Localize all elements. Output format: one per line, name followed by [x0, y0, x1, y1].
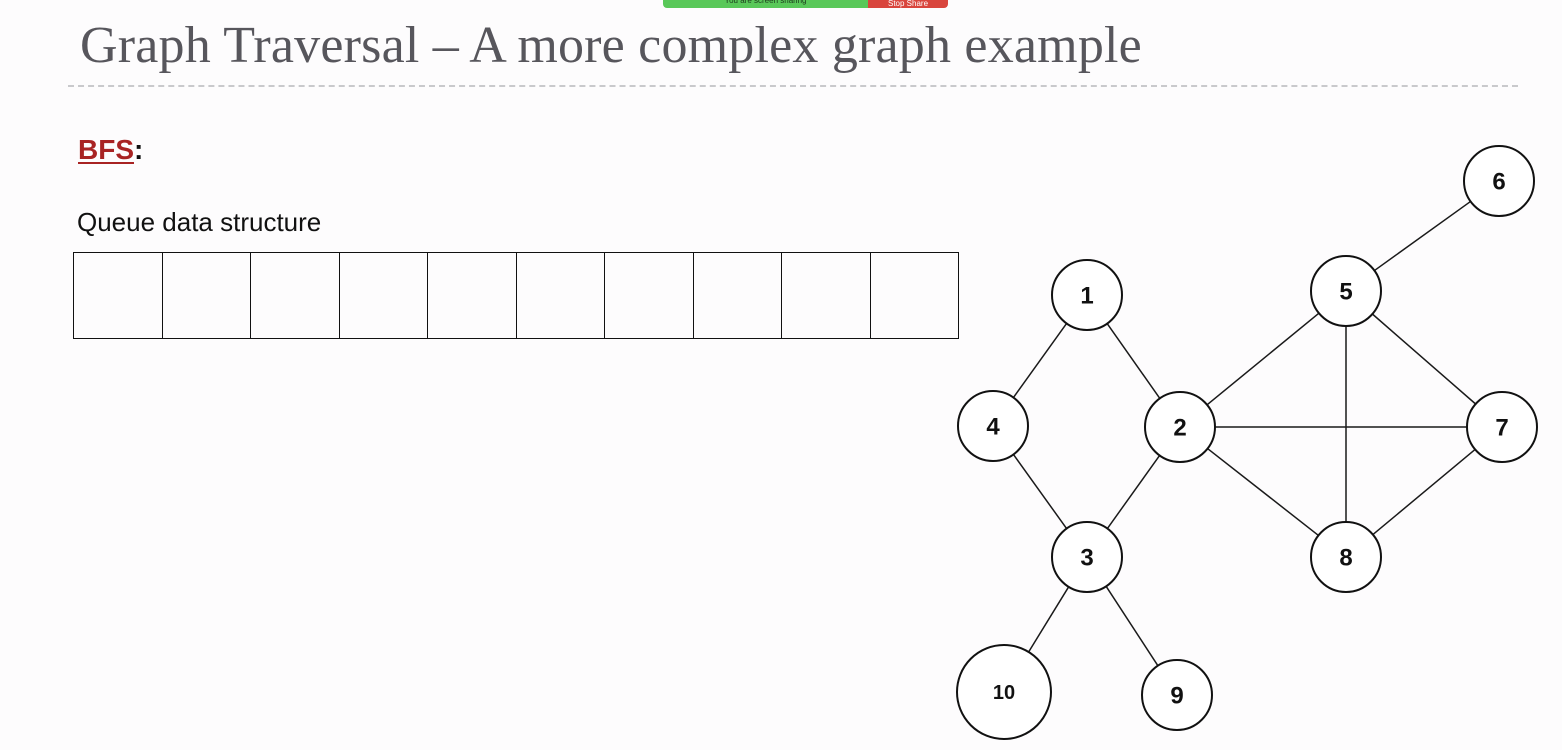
graph-node-circle [1051, 521, 1123, 593]
graph-node-3: 3 [1051, 521, 1123, 593]
queue-cell [251, 253, 340, 338]
graph-edge-5-6 [1373, 200, 1472, 272]
graph-node-5: 5 [1310, 255, 1382, 327]
graph-node-label: 1 [1080, 283, 1093, 310]
queue-cell [782, 253, 871, 338]
graph-edge-3-9 [1105, 585, 1159, 667]
screen-share-status: You are screen sharing [663, 0, 868, 8]
graph-node-9: 9 [1141, 659, 1213, 731]
stop-share-button[interactable]: Stop Share [868, 0, 948, 8]
bfs-heading: BFS: [78, 134, 143, 166]
graph-nodes: 1 2 3 4 5 6 7 8 9 10 [956, 145, 1538, 740]
screen-share-bar: You are screen sharing Stop Share [663, 0, 948, 8]
graph-edge-3-10 [1027, 586, 1070, 653]
graph-node-label: 9 [1170, 683, 1183, 710]
graph-edge-7-8 [1372, 448, 1476, 536]
graph-node-label: 2 [1173, 415, 1186, 442]
graph-node-2: 2 [1144, 391, 1216, 463]
graph-edge-2-3 [1106, 455, 1161, 529]
slide-title: Graph Traversal – A more complex graph e… [80, 17, 1142, 74]
queue-cell [163, 253, 251, 338]
graph-edge-1-2 [1106, 323, 1161, 399]
graph-node-label: 6 [1492, 169, 1505, 196]
graph-edge-2-8 [1207, 447, 1319, 537]
graph-node-circle [956, 644, 1052, 740]
graph-node-4: 4 [957, 390, 1029, 462]
graph-node-circle [1051, 259, 1123, 331]
graph-node-label: 4 [986, 414, 1000, 441]
queue-data-structure [73, 252, 959, 339]
queue-cell [340, 253, 428, 338]
graph-node-circle [1466, 391, 1538, 463]
queue-cell [694, 253, 782, 338]
queue-cell [428, 253, 517, 338]
graph-node-8: 8 [1310, 521, 1382, 593]
graph-node-label: 5 [1339, 279, 1352, 306]
graph-node-circle [1463, 145, 1535, 217]
bfs-heading-word: BFS [78, 134, 134, 165]
graph-edge-5-7 [1371, 313, 1477, 405]
graph-node-circle [1141, 659, 1213, 731]
graph-edge-2-5 [1206, 312, 1320, 406]
graph-node-1: 1 [1051, 259, 1123, 331]
graph-node-circle [1310, 255, 1382, 327]
graph-node-label: 8 [1339, 545, 1352, 572]
graph-node-circle [1310, 521, 1382, 593]
queue-cell [74, 253, 163, 338]
queue-cell [517, 253, 605, 338]
title-divider [68, 85, 1518, 87]
graph-node-6: 6 [1463, 145, 1535, 217]
graph-node-7: 7 [1466, 391, 1538, 463]
graph-node-label: 7 [1495, 415, 1508, 442]
graph-edge-4-3 [1012, 453, 1068, 530]
graph-edges [1012, 200, 1477, 667]
queue-label: Queue data structure [77, 207, 322, 237]
graph-node-circle [1144, 391, 1216, 463]
queue-cell [605, 253, 694, 338]
graph-edge-1-4 [1012, 322, 1068, 399]
graph-node-circle [957, 390, 1029, 462]
graph-node-label: 3 [1080, 545, 1093, 572]
bfs-heading-colon: : [134, 134, 144, 165]
graph-node-label: 10 [993, 682, 1015, 704]
graph-node-10: 10 [956, 644, 1052, 740]
